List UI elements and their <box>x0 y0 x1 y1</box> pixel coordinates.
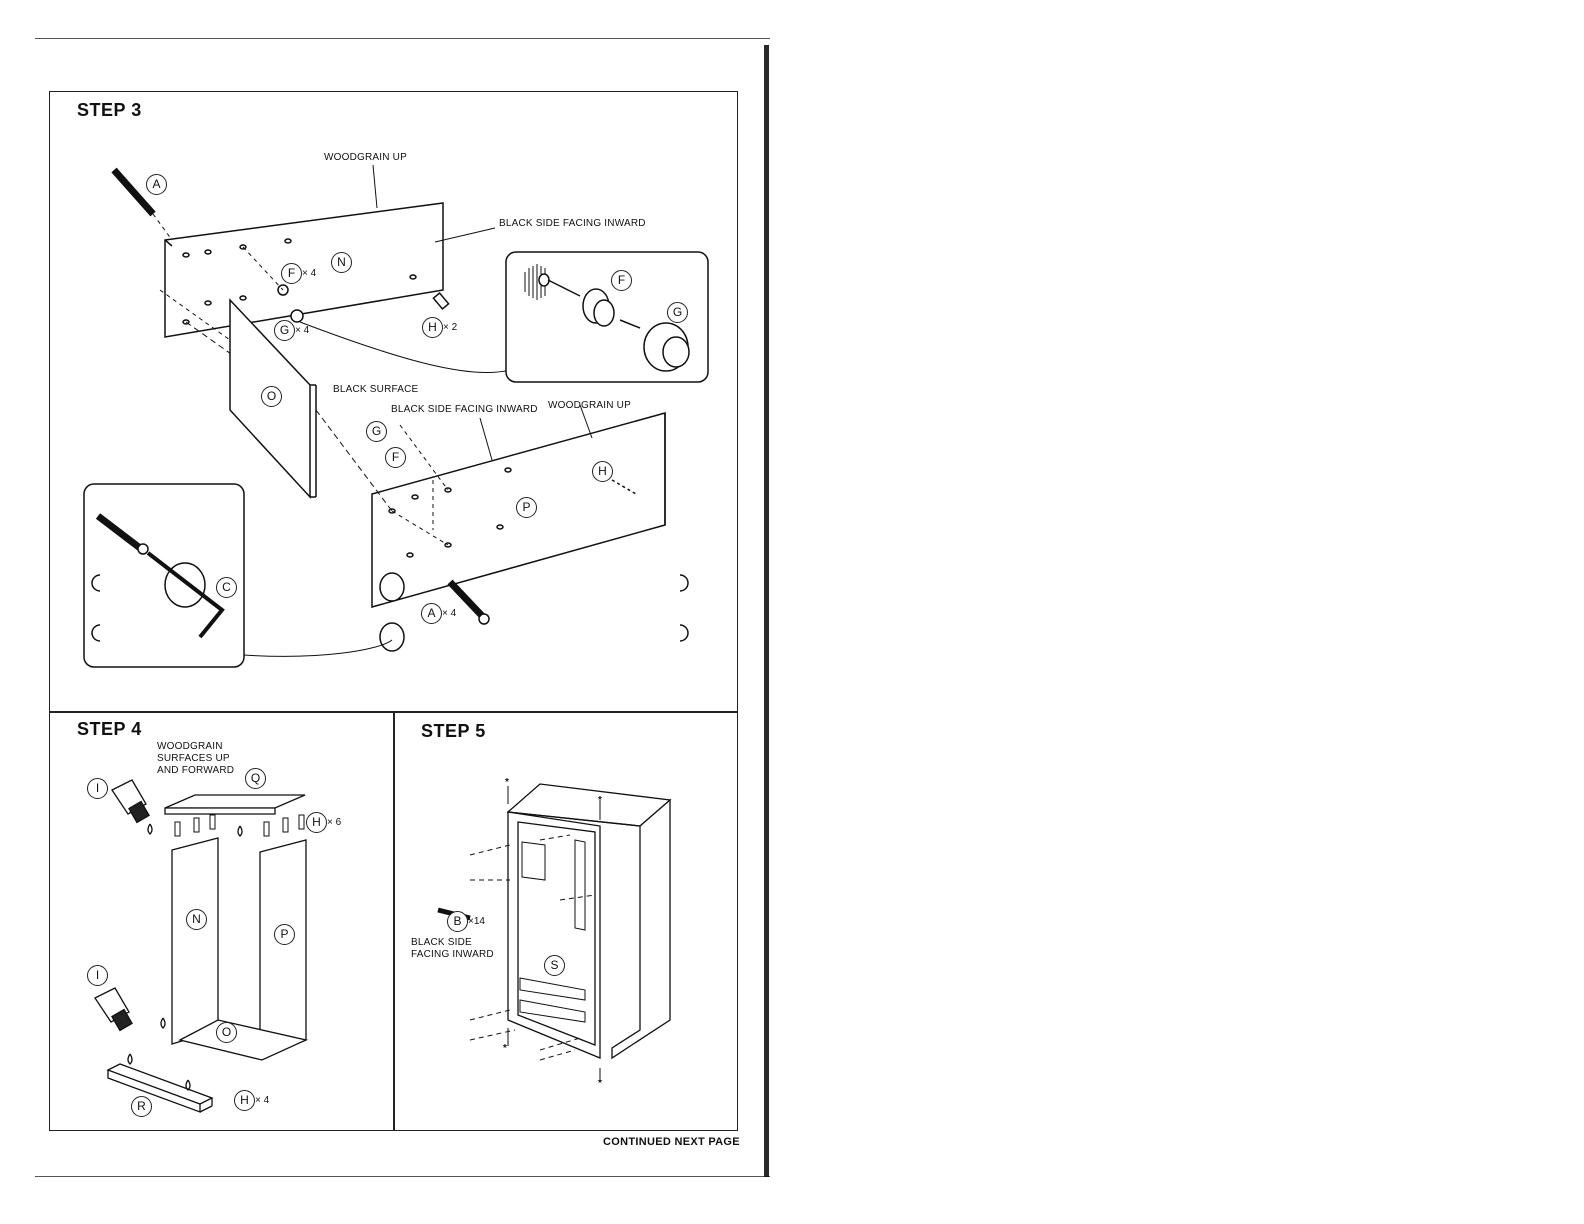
asterisk-top-left: * <box>505 777 509 788</box>
black-side-step5-label-1: BLACK SIDE <box>411 937 472 948</box>
black-side-step5-label-2: FACING INWARD <box>411 949 494 960</box>
asterisk-bottom-left: * <box>503 1043 507 1054</box>
asterisk-top-right: * <box>598 795 602 806</box>
part-b-quantity: ×14 <box>468 916 485 927</box>
asterisk-bottom-right: * <box>598 1078 602 1089</box>
step5-illustration <box>0 0 740 1130</box>
part-b-marker: B <box>447 911 468 932</box>
bottom-rule <box>35 1176 770 1177</box>
part-s-marker: S <box>544 955 565 976</box>
continued-next-page: CONTINUED NEXT PAGE <box>603 1136 740 1148</box>
